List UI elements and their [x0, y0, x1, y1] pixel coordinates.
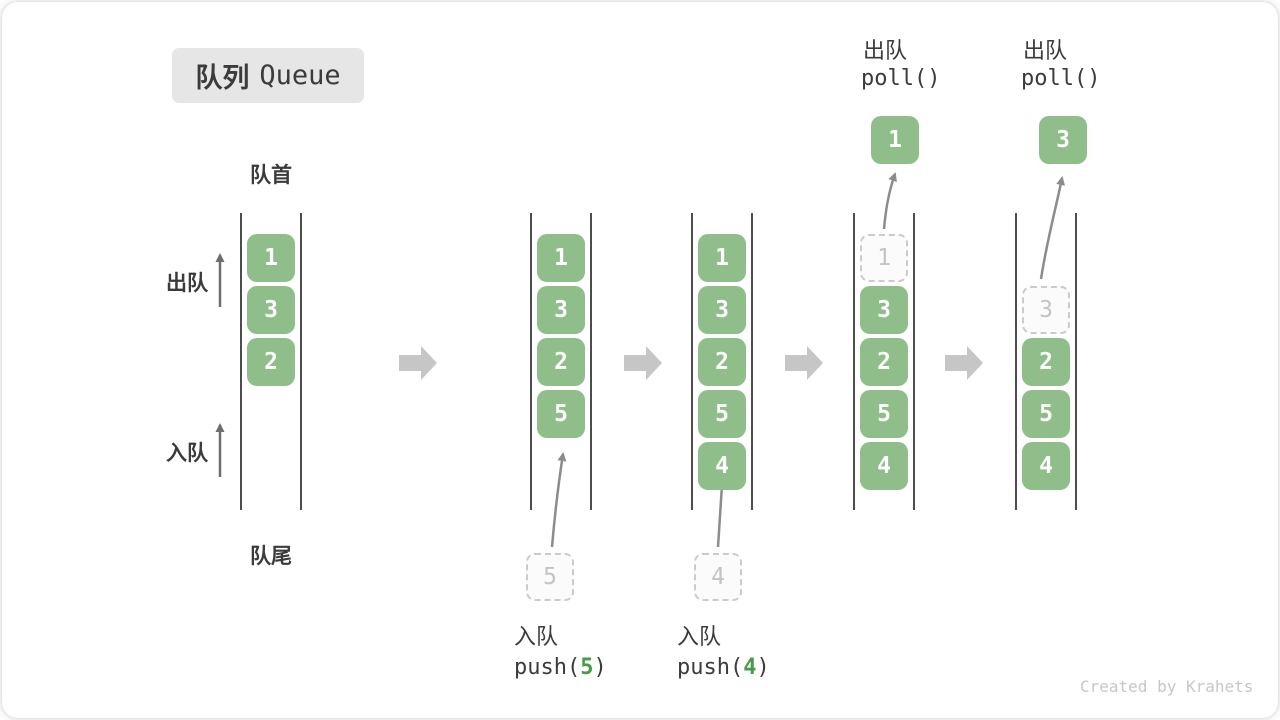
- queue-wall: [300, 213, 302, 510]
- queue-wall: [913, 213, 915, 510]
- dequeue-caption: 出队: [863, 38, 908, 63]
- queue-wall: [751, 213, 753, 510]
- staged-element: 4: [694, 553, 742, 601]
- popped-element: 1: [871, 116, 919, 164]
- queue-element: 3: [698, 286, 746, 334]
- queue-state-1: 1 3 2: [240, 213, 302, 510]
- removed-slot: 1: [860, 234, 908, 282]
- queue-wall: [530, 213, 532, 510]
- state-flow-arrow: [945, 346, 983, 380]
- queue-state-4: 1 3 2 5 4: [853, 213, 915, 510]
- queue-element: 4: [1022, 442, 1070, 490]
- enqueue-caption: 入队: [514, 624, 559, 649]
- queue-element: 3: [860, 286, 908, 334]
- title-zh: 队列: [195, 63, 250, 93]
- queue-element: 1: [698, 234, 746, 282]
- enqueue-caption: 入队: [677, 624, 722, 649]
- queue-element: 2: [860, 338, 908, 386]
- queue-element: 2: [698, 338, 746, 386]
- label-dequeue: 出队: [166, 272, 208, 295]
- queue-wall: [1075, 213, 1077, 510]
- queue-element: 2: [1022, 338, 1070, 386]
- state-flow-arrow: [624, 346, 662, 380]
- staged-element: 5: [526, 553, 574, 601]
- code-arg: 5: [580, 655, 594, 680]
- queue-element: 5: [1022, 390, 1070, 438]
- queue-element: 2: [537, 338, 585, 386]
- code-post: ): [593, 655, 607, 680]
- queue-element: 5: [537, 390, 585, 438]
- queue-state-5: 3 2 5 4: [1015, 213, 1077, 510]
- code-arg: 4: [743, 655, 757, 680]
- state-flow-arrow: [399, 346, 437, 380]
- queue-wall: [1015, 213, 1017, 510]
- label-queue-rear: 队尾: [250, 545, 292, 568]
- queue-element: 3: [537, 286, 585, 334]
- queue-element: 1: [537, 234, 585, 282]
- popped-element: 3: [1039, 116, 1087, 164]
- queue-element: 2: [247, 338, 295, 386]
- title-badge: 队列 Queue: [172, 48, 364, 103]
- dequeue-code: poll(): [1021, 66, 1101, 91]
- code-post: ): [756, 655, 770, 680]
- queue-element: 5: [698, 390, 746, 438]
- enqueue-code: push(4): [677, 655, 770, 680]
- queue-element: 3: [247, 286, 295, 334]
- label-queue-front: 队首: [250, 164, 292, 187]
- enqueue-code: push(5): [514, 655, 607, 680]
- title-en: Queue: [259, 60, 341, 91]
- queue-wall: [853, 213, 855, 510]
- queue-wall: [590, 213, 592, 510]
- queue-state-3: 1 3 2 5 4: [691, 213, 753, 510]
- state-flow-arrow: [785, 346, 823, 380]
- queue-element: 4: [698, 442, 746, 490]
- code-pre: push(: [514, 655, 581, 680]
- dequeue-caption: 出队: [1023, 38, 1068, 63]
- code-pre: push(: [677, 655, 744, 680]
- queue-element: 5: [860, 390, 908, 438]
- dequeue-code: poll(): [861, 66, 941, 91]
- watermark: Created by Krahets: [1080, 677, 1254, 696]
- queue-wall: [691, 213, 693, 510]
- queue-state-2: 1 3 2 5: [530, 213, 592, 510]
- label-enqueue: 入队: [166, 442, 208, 465]
- removed-slot: 3: [1022, 286, 1070, 334]
- queue-element: 4: [860, 442, 908, 490]
- queue-element: 1: [247, 234, 295, 282]
- queue-wall: [240, 213, 242, 510]
